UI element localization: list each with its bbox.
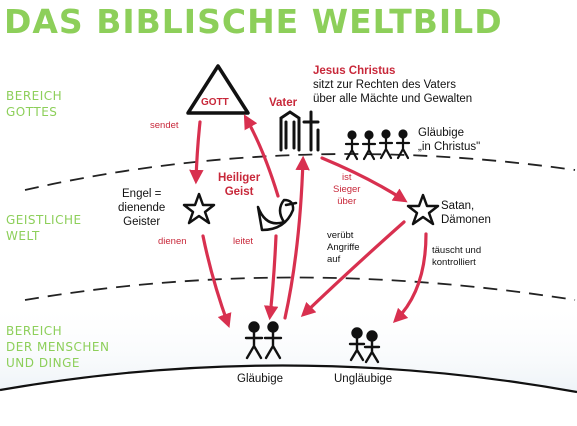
holy-spirit-dove-icon <box>256 198 298 232</box>
arrow-angriffe <box>300 220 406 317</box>
gott-triangle-icon <box>186 64 250 115</box>
believers-top-line-2: „in Christus" <box>418 141 481 153</box>
arrow-sendet <box>189 120 204 185</box>
satan-line-1: Satan, <box>441 200 475 212</box>
unbelievers-figures-icon <box>348 327 381 364</box>
unbelievers-label: Ungläubige <box>334 373 393 385</box>
jesus-desc-line-1: sitzt zur Rechten des Vaters <box>313 79 456 91</box>
jesus-title: Jesus Christus <box>313 65 396 77</box>
arrow-geist-to-gott <box>243 114 280 198</box>
edge-label-taeuscht: täuscht und kontrolliert <box>432 245 481 269</box>
gott-label: GOTT <box>201 97 229 108</box>
realm-spirit-line-1: GEISTLICHE <box>6 213 82 227</box>
jesus-description: sitzt zur Rechten des Vaters über alle M… <box>313 78 472 106</box>
angriffe-line-1: verübt <box>327 230 354 241</box>
earth-horizon <box>0 364 577 394</box>
sieger-line-2: Sieger <box>333 184 361 195</box>
angel-line-3: Geister <box>123 216 161 228</box>
believers-label: Gläubige <box>237 373 284 385</box>
angriffe-line-3: auf <box>327 254 341 265</box>
satan-label: Satan, Dämonen <box>441 199 491 227</box>
arrow-to-christ <box>283 155 310 320</box>
earth-fill <box>0 365 577 426</box>
realm-spirit-line-2: WELT <box>6 229 40 243</box>
sieger-line-3: über <box>337 196 357 207</box>
realm-human-label: BEREICH DER MENSCHEN UND DINGE <box>6 323 109 371</box>
arrow-sieger <box>320 156 408 203</box>
edge-label-dienen: dienen <box>158 236 187 247</box>
boundary-god-spirit <box>24 153 576 191</box>
arrow-dienen <box>201 234 232 329</box>
realm-spirit-label: GEISTLICHE WELT <box>6 212 82 244</box>
boundary-spirit-human <box>24 276 576 301</box>
diagram-title: DAS BIBLISCHE WELTBILD <box>4 2 503 41</box>
sieger-line-1: ist <box>341 172 352 183</box>
realm-human-line-1: BEREICH <box>6 324 63 338</box>
edge-label-sendet: sendet <box>150 120 179 131</box>
holy-spirit-label: Heiliger Geist <box>218 171 260 199</box>
taeuscht-line-2: kontrolliert <box>432 257 476 268</box>
realm-god-line-1: BEREICH <box>6 89 63 103</box>
vater-jesus-icon <box>279 110 320 152</box>
vater-label: Vater <box>269 97 298 109</box>
realm-god-line-2: GOTTES <box>6 105 58 119</box>
edge-label-sieger: ist Sieger über <box>333 172 360 208</box>
edge-label-angriffe: verübt Angriffe auf <box>327 230 360 266</box>
edge-label-leitet: leitet <box>233 236 254 247</box>
holy-spirit-line-2: Geist <box>224 186 254 198</box>
angel-label: Engel = dienende Geister <box>118 187 165 229</box>
realm-human-line-2: DER MENSCHEN <box>6 340 110 354</box>
arrow-taeuscht <box>392 232 428 324</box>
realm-god-label: BEREICH GOTTES <box>6 88 62 120</box>
taeuscht-line-1: täuscht und <box>432 245 482 256</box>
believers-top-line-1: Gläubige <box>418 127 465 139</box>
believers-in-christ-label: Gläubige „in Christus" <box>418 126 480 154</box>
jesus-desc-line-2: über alle Mächte und Gewalten <box>313 93 473 105</box>
angriffe-line-2: Angriffe <box>327 242 360 253</box>
holy-spirit-line-1: Heiliger <box>218 172 261 184</box>
satan-star-icon <box>406 193 440 226</box>
realm-human-line-3: UND DINGE <box>6 356 80 370</box>
believers-figures-icon <box>244 321 283 360</box>
angel-star-icon <box>182 192 216 225</box>
satan-line-2: Dämonen <box>441 214 491 226</box>
angel-line-1: Engel = <box>122 188 162 200</box>
believers-in-christ-icon <box>344 129 411 161</box>
arrow-leitet <box>263 234 279 321</box>
angel-line-2: dienende <box>118 202 166 214</box>
